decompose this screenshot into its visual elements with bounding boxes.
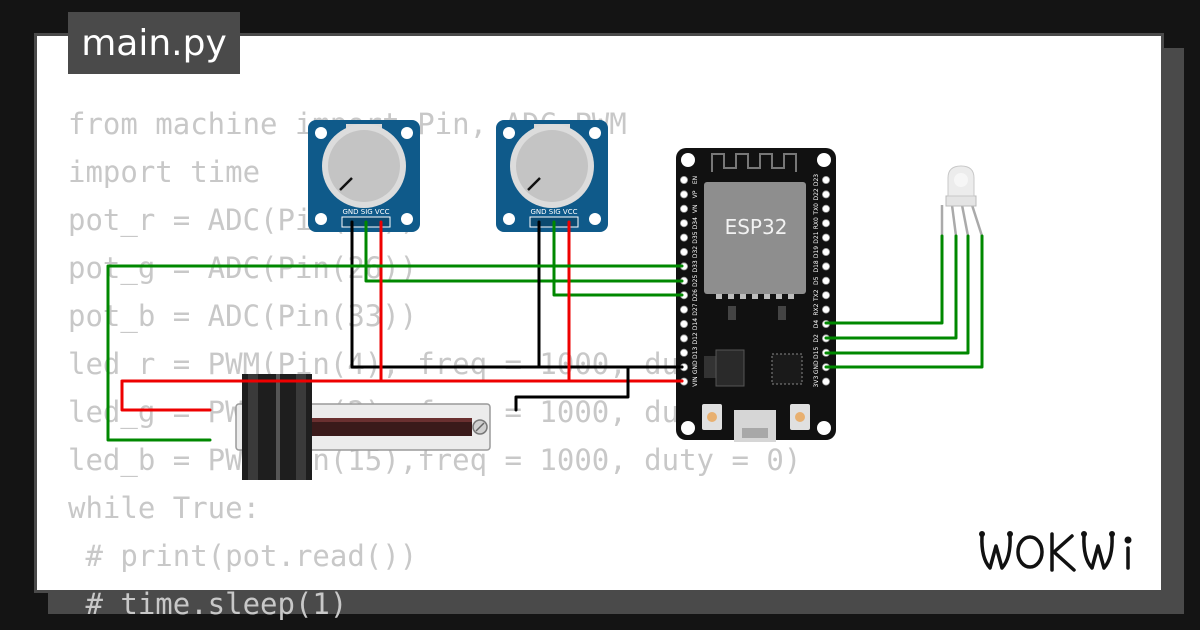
esp32-pin-right-tx2[interactable]: [822, 291, 831, 300]
esp32-pin-left-d14[interactable]: [680, 319, 689, 328]
esp32-pin-right-d18[interactable]: [822, 262, 831, 271]
esp32-pin-left-d13[interactable]: [680, 348, 689, 357]
esp32-pin-label: D4: [813, 320, 820, 329]
esp32-pin-right-tx0[interactable]: [822, 204, 831, 213]
esp32-pin-label: D27: [692, 303, 699, 315]
esp32-pin-right-rx0[interactable]: [822, 219, 831, 228]
wokwi-logo: [979, 531, 1132, 572]
code-line: # time.sleep(1): [68, 587, 348, 621]
code-line: # print(pot.read()): [68, 539, 418, 573]
wire-slider-gnd[interactable]: [514, 365, 684, 412]
wire-pot1-sig[interactable]: [364, 220, 684, 283]
esp32-pin-right-rx2[interactable]: [822, 305, 831, 314]
wire-led-r[interactable]: [824, 234, 944, 325]
esp32-pin-left-vp[interactable]: [680, 190, 689, 199]
esp32-pin-left-vn[interactable]: [680, 204, 689, 213]
esp32-pin-label: D35: [692, 231, 699, 243]
pot2-pin-labels: GND SIG VCC: [531, 208, 578, 216]
file-tab[interactable]: main.py: [68, 12, 240, 74]
wire-slider-sig[interactable]: [106, 264, 684, 442]
esp32-pin-label: RX2: [813, 303, 820, 315]
esp32-pin-left-en[interactable]: [680, 175, 689, 184]
esp32-pin-label: VIN: [692, 376, 699, 386]
esp32-pin-label: EN: [692, 176, 699, 184]
module-castellations: [716, 294, 794, 299]
rotary-potentiometer-2[interactable]: GND SIG VCC: [496, 120, 608, 232]
wire-pot2-sig[interactable]: [552, 220, 684, 297]
esp32-pin-label: 3V3: [813, 376, 820, 388]
code-line: import time: [68, 155, 261, 189]
wire-led-common[interactable]: [824, 234, 958, 340]
wire-slider-vcc[interactable]: [120, 379, 684, 412]
esp32-pin-label: D15: [813, 346, 820, 358]
esp32-pin-right-d19[interactable]: [822, 247, 831, 256]
esp32-pin-label: D34: [692, 217, 699, 229]
pot1-pin-labels: GND SIG VCC: [343, 208, 390, 216]
esp32-pin-label: D14: [692, 318, 699, 330]
esp32-board[interactable]: ESP32 ENVPVND34D35D32D33D25D26D27D14D12D…: [676, 148, 836, 442]
esp32-pin-right-d23[interactable]: [822, 175, 831, 184]
rgb-led[interactable]: [940, 165, 984, 237]
esp32-pin-left-d27[interactable]: [680, 305, 689, 314]
wire-led-b[interactable]: [824, 234, 984, 369]
esp32-pin-label: D19: [813, 246, 820, 258]
esp32-pin-right-d5[interactable]: [822, 276, 831, 285]
esp32-pin-label: TX2: [813, 289, 820, 302]
esp32-pin-label: D12: [692, 332, 699, 344]
esp32-pin-label: D32: [692, 246, 699, 258]
esp32-pin-label: VN: [692, 205, 699, 214]
esp32-pin-left-d12[interactable]: [680, 334, 689, 343]
wire-pot1-vcc[interactable]: [379, 220, 684, 383]
esp32-pin-label: VP: [692, 190, 699, 198]
esp32-pin-label: D33: [692, 260, 699, 272]
esp32-pin-label: GND: [813, 360, 820, 374]
wires: [106, 220, 984, 442]
esp32-pin-left-d34[interactable]: [680, 219, 689, 228]
rotary-potentiometer-1[interactable]: GND SIG VCC: [308, 120, 420, 232]
esp32-pin-label: D13: [692, 346, 699, 358]
esp32-pin-right-3v3[interactable]: [822, 377, 831, 386]
esp32-pin-label: TX0: [813, 203, 820, 216]
esp32-pin-label: D25: [692, 274, 699, 286]
esp32-label: ESP32: [725, 215, 788, 239]
wire-pot1-gnd[interactable]: [350, 220, 684, 369]
esp32-pin-right-d21[interactable]: [822, 233, 831, 242]
esp32-pin-left-d32[interactable]: [680, 247, 689, 256]
esp32-pin-label: D18: [813, 260, 820, 272]
esp32-pin-left-d35[interactable]: [680, 233, 689, 242]
esp32-pin-label: GND: [692, 360, 699, 374]
wire-led-g[interactable]: [824, 234, 970, 355]
esp32-pin-label: RX0: [813, 217, 820, 229]
esp32-pin-label: D2: [813, 334, 820, 343]
code-line: while True:: [68, 491, 261, 525]
esp32-pin-label: D22: [813, 188, 820, 200]
esp32-pin-label: D21: [813, 231, 820, 243]
esp32-pin-label: D23: [813, 174, 820, 186]
esp32-pin-label: D26: [692, 289, 699, 301]
esp32-pin-label: D5: [813, 276, 820, 285]
esp32-pin-right-d22[interactable]: [822, 190, 831, 199]
slide-potentiometer[interactable]: [235, 374, 491, 480]
